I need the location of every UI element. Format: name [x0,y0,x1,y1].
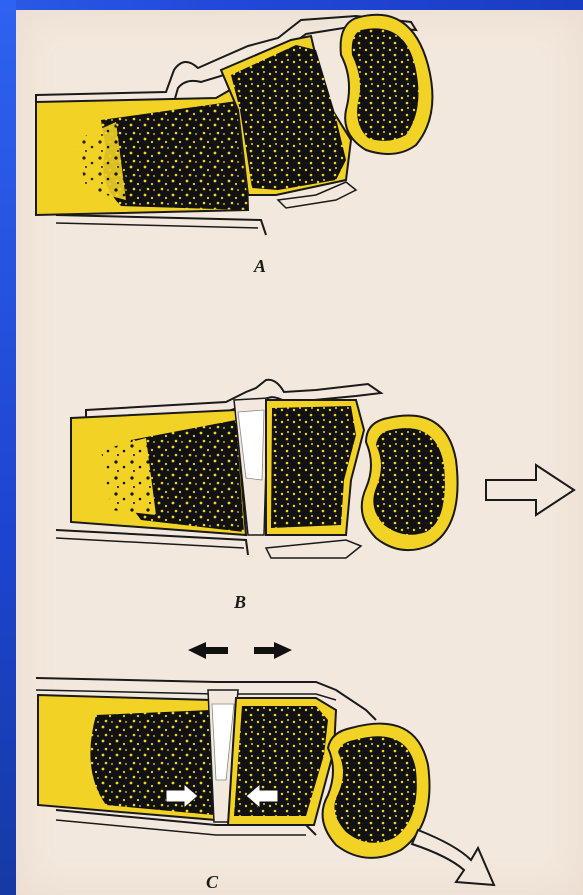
panel-c-label: C [206,872,219,892]
panel-b: B [56,380,574,612]
panel-c: C [36,642,494,892]
panel-b-label: B [233,592,246,612]
traction-arrow-right-icon [486,465,574,515]
slide-left-border [0,0,16,895]
panel-a: A [36,15,432,276]
curved-arrow-icon [412,830,494,885]
arrow-right-icon [254,642,292,659]
arrow-left-icon [188,642,228,659]
panel-a-label: A [253,256,266,276]
fracture-illustration: A B [16,10,583,895]
